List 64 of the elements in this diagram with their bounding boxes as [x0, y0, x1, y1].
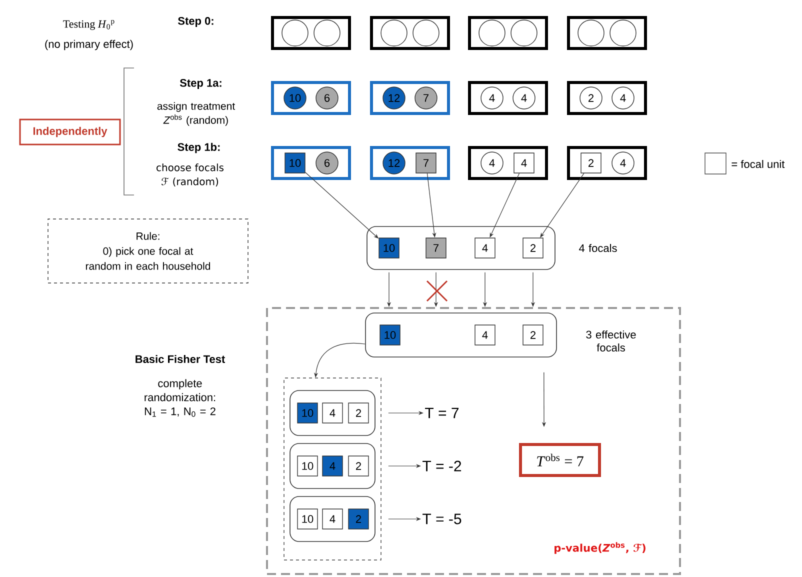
focal-square: 10 — [297, 456, 318, 476]
focal-square: 10 — [284, 152, 306, 174]
unit-circle — [282, 20, 308, 46]
label-text: Step 1a: — [180, 79, 222, 89]
focal-square: 2 — [348, 402, 369, 424]
focal-square: 7 — [426, 238, 446, 258]
legend-text: = focal unit — [732, 160, 785, 168]
label-text: (no primary effect) — [45, 40, 133, 50]
assignment-box — [290, 496, 376, 542]
household-box — [567, 81, 647, 115]
focal-square: 2 — [348, 456, 369, 476]
label-text: assign treatment Z$^{obs}$ (random) — [157, 102, 236, 126]
test-region-box — [266, 307, 681, 575]
group-box — [365, 312, 557, 358]
focal-square: 4 — [474, 324, 496, 346]
focal-square: 2 — [522, 324, 544, 346]
note-box: Independently — [19, 118, 121, 146]
focal-square: 4 — [322, 402, 343, 424]
focal-square: 10 — [297, 508, 318, 530]
household-box — [370, 81, 450, 115]
label-text: choose focals ℱ (random) — [156, 164, 224, 186]
focal-square: 4 — [514, 152, 534, 174]
statistic-text: T = -2 — [422, 460, 462, 472]
unit-circle — [412, 20, 440, 46]
assignment-box — [290, 390, 376, 436]
focal-square: 10 — [297, 402, 318, 424]
unit-circle — [610, 20, 636, 46]
focal-square: 4 — [322, 456, 343, 476]
household-box — [271, 146, 351, 180]
household-box — [468, 81, 548, 115]
label-text: Basic Fisher Test — [136, 354, 225, 364]
unit-circle — [314, 20, 340, 46]
household-box — [370, 146, 450, 180]
household-box — [567, 146, 647, 180]
unit-circle — [478, 20, 506, 46]
assignment-box — [290, 443, 376, 489]
focal-square: 2 — [580, 152, 602, 174]
statistic-text: T = 7 — [425, 408, 459, 418]
household-box — [567, 16, 647, 50]
unit-circle — [510, 20, 538, 46]
group-caption: 3 effective focals — [586, 330, 636, 352]
group-box — [366, 226, 556, 270]
household-box — [271, 16, 351, 50]
group-caption: 4 focals — [579, 244, 617, 252]
unit-circle — [380, 20, 408, 46]
result-box: T$^{obs}$ = 7 — [519, 443, 601, 477]
focal-square: 10 — [380, 324, 400, 346]
label-text: p-value(Z$^{obs}$, ℱ) — [554, 542, 646, 554]
focal-square: 4 — [322, 508, 343, 530]
label-text: Step 0: — [178, 17, 214, 27]
household-box — [468, 146, 548, 180]
focal-square: 2 — [522, 238, 544, 258]
statistic-text: T = -5 — [422, 514, 462, 524]
household-box — [370, 16, 450, 50]
focal-square: 4 — [474, 238, 496, 258]
label-text: complete randomization: N$_{1}$ = 1, N$_{0}$ = 2 — [144, 379, 216, 417]
unit-circle — [578, 20, 604, 46]
label-text: Step 1b: — [178, 142, 220, 154]
focal-square: 7 — [416, 152, 436, 174]
randomization-box — [284, 378, 382, 560]
household-box — [271, 81, 351, 115]
household-box — [468, 16, 548, 50]
focal-square: 2 — [348, 508, 369, 530]
focal-square: 10 — [378, 238, 400, 258]
